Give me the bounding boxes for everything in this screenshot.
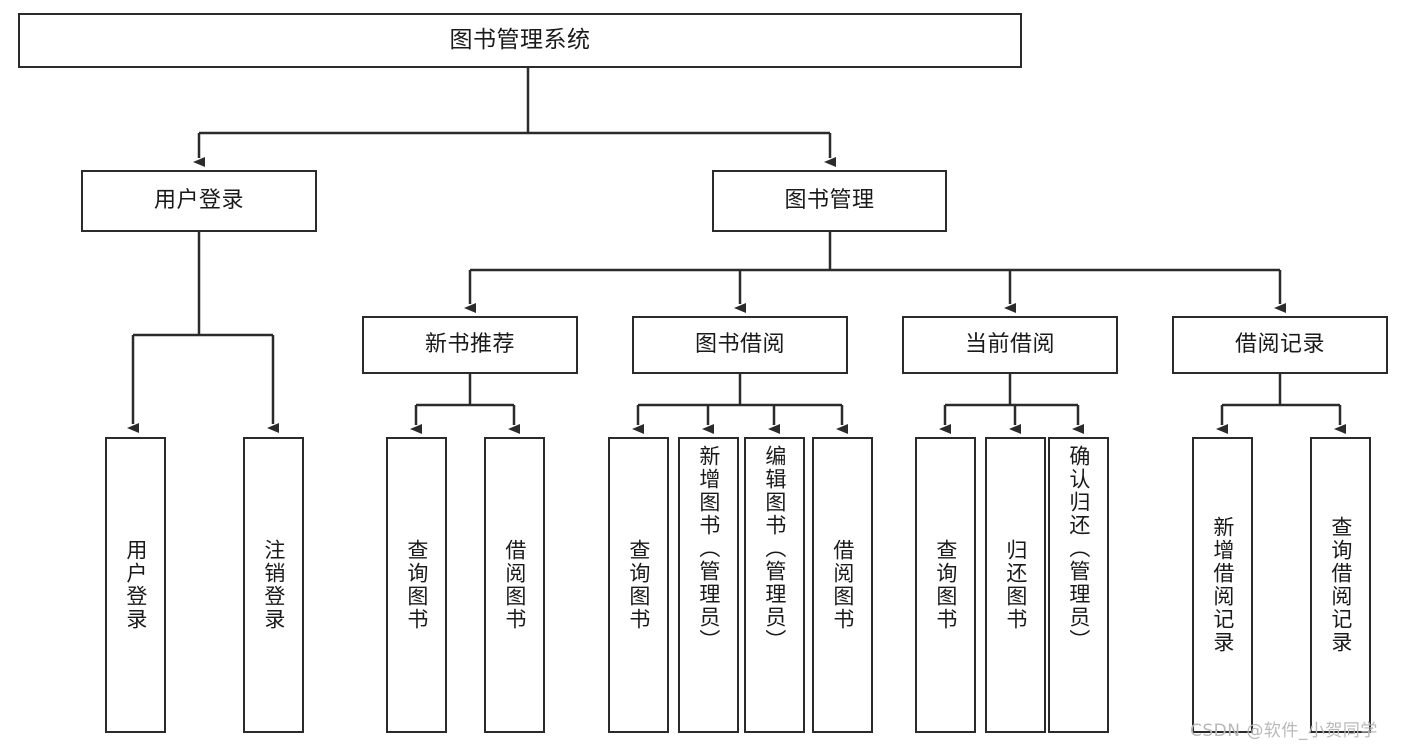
node-leaf-return-book[interactable]: 归还图书 — [985, 437, 1046, 733]
node-leaf-return-book-label: 归还图书 — [1003, 539, 1028, 631]
node-user-login[interactable]: 用户登录 — [81, 170, 317, 232]
node-book-borrow[interactable]: 图书借阅 — [632, 316, 848, 374]
node-leaf-add-book-admin-label: 新增图书（管理员） — [696, 445, 721, 652]
node-leaf-borrow-book-recommend[interactable]: 借阅图书 — [484, 437, 545, 733]
node-leaf-edit-book-admin[interactable]: 编辑图书（管理员） — [744, 437, 805, 733]
node-root[interactable]: 图书管理系统 — [18, 13, 1022, 68]
node-new-book-recommend[interactable]: 新书推荐 — [362, 316, 578, 374]
node-leaf-borrow-book[interactable]: 借阅图书 — [812, 437, 873, 733]
node-borrow-record-label: 借阅记录 — [1234, 331, 1325, 357]
node-book-management[interactable]: 图书管理 — [712, 170, 947, 232]
node-leaf-user-logout-label: 注销登录 — [261, 539, 286, 631]
node-leaf-query-book-recommend-label: 查询图书 — [404, 539, 429, 631]
node-leaf-add-book-admin[interactable]: 新增图书（管理员） — [678, 437, 739, 733]
node-leaf-borrow-book-label: 借阅图书 — [830, 539, 855, 631]
node-leaf-query-borrow-record[interactable]: 查询借阅记录 — [1310, 437, 1371, 733]
node-leaf-query-book-borrow[interactable]: 查询图书 — [608, 437, 669, 733]
csdn-watermark: CSDN @软件_小贺同学 — [1190, 721, 1378, 741]
node-book-borrow-label: 图书借阅 — [694, 331, 785, 357]
node-leaf-confirm-return-admin[interactable]: 确认归还（管理员） — [1048, 437, 1109, 733]
node-leaf-user-logout[interactable]: 注销登录 — [243, 437, 304, 733]
node-current-borrow-label: 当前借阅 — [964, 331, 1055, 357]
node-leaf-confirm-return-admin-label: 确认归还（管理员） — [1066, 445, 1091, 652]
node-leaf-query-book-recommend[interactable]: 查询图书 — [386, 437, 447, 733]
node-leaf-add-borrow-record[interactable]: 新增借阅记录 — [1192, 437, 1253, 733]
node-leaf-query-borrow-record-label: 查询借阅记录 — [1328, 516, 1353, 654]
node-leaf-query-book-borrow-label: 查询图书 — [626, 539, 651, 631]
node-book-management-label: 图书管理 — [784, 187, 875, 213]
node-leaf-user-login-label: 用户登录 — [123, 539, 148, 631]
node-leaf-user-login[interactable]: 用户登录 — [105, 437, 166, 733]
node-leaf-query-book-current-label: 查询图书 — [933, 539, 958, 631]
node-leaf-add-borrow-record-label: 新增借阅记录 — [1210, 516, 1235, 654]
node-current-borrow[interactable]: 当前借阅 — [902, 316, 1118, 374]
node-borrow-record[interactable]: 借阅记录 — [1172, 316, 1388, 374]
node-user-login-label: 用户登录 — [153, 187, 244, 213]
node-leaf-borrow-book-recommend-label: 借阅图书 — [502, 539, 527, 631]
node-leaf-query-book-current[interactable]: 查询图书 — [915, 437, 976, 733]
node-new-book-recommend-label: 新书推荐 — [424, 331, 515, 357]
node-root-label: 图书管理系统 — [449, 26, 591, 53]
node-leaf-edit-book-admin-label: 编辑图书（管理员） — [762, 445, 787, 652]
